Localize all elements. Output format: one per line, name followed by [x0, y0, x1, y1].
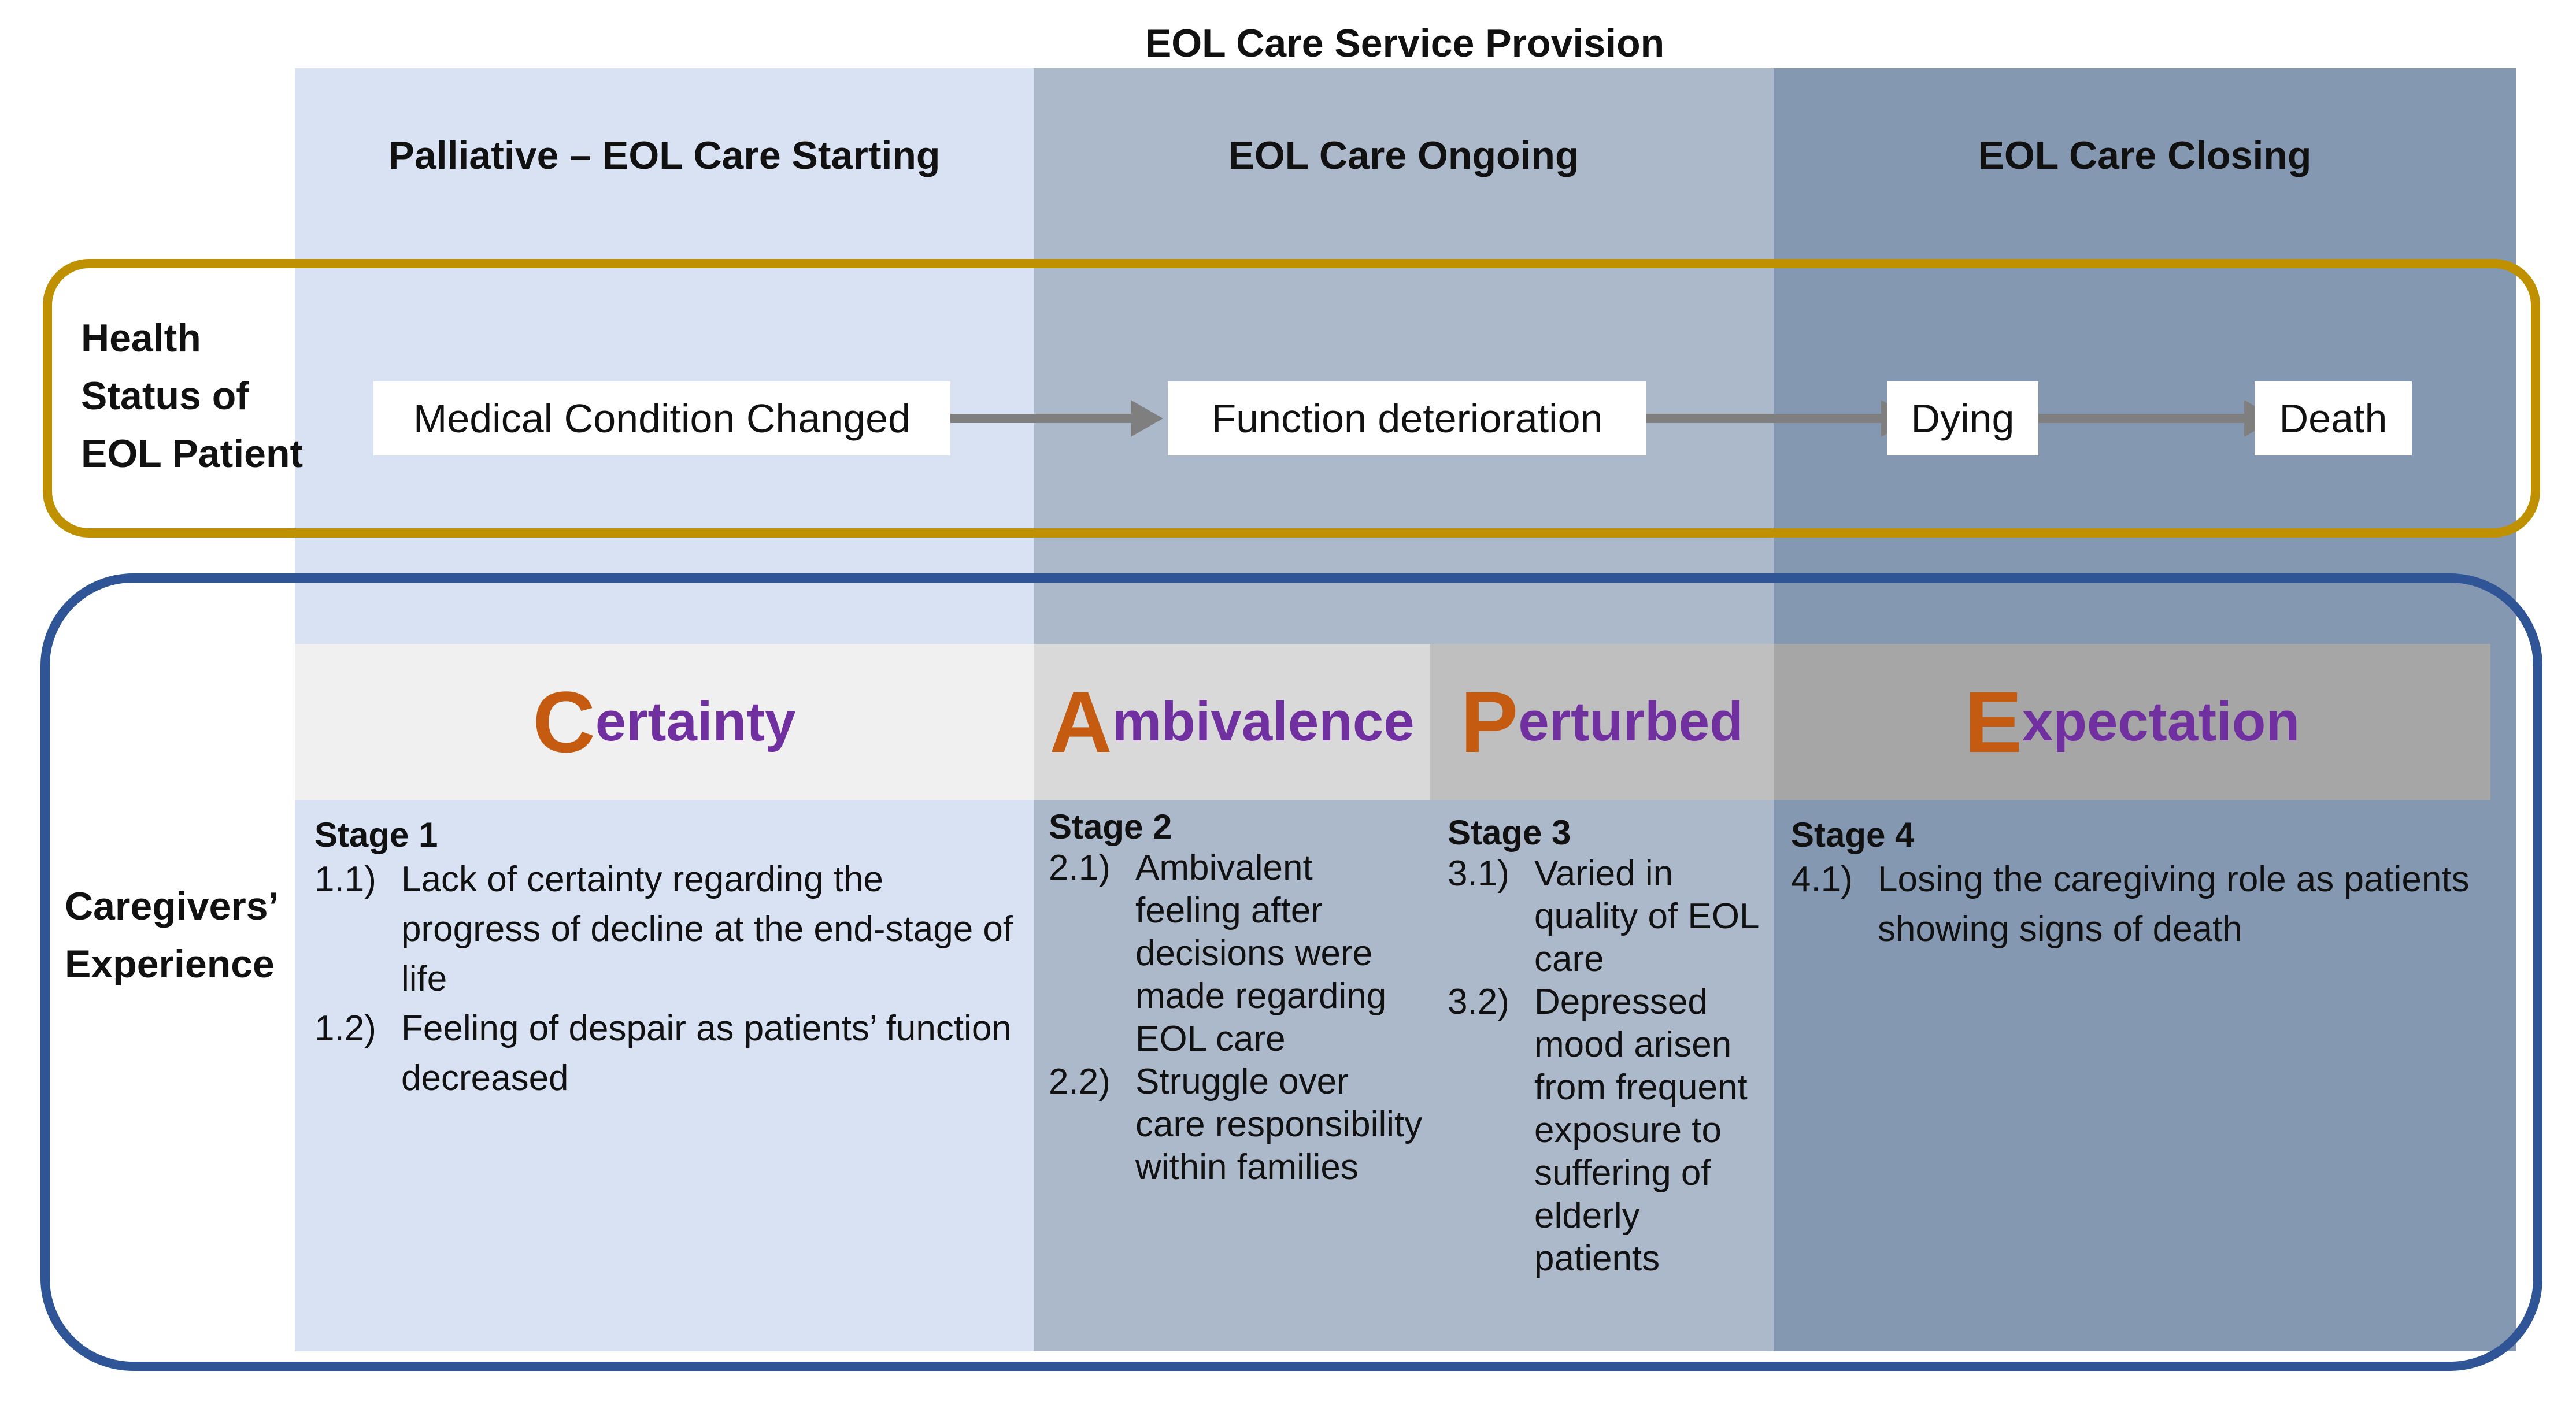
status-step-function-deterioration: Function deterioration	[1168, 381, 1646, 455]
stage-item: 2.1) Ambivalent feeling after decisions …	[1049, 847, 1426, 1061]
theme-word: erturbed	[1518, 691, 1744, 753]
stage-item-number: 3.2)	[1448, 982, 1509, 1022]
arrow-shaft	[2038, 414, 2245, 423]
stage-title: Stage 1	[314, 816, 438, 854]
stage-item: 2.2) Struggle over care responsibility w…	[1049, 1061, 1426, 1189]
stage-item-number: 1.1)	[314, 859, 376, 899]
stage-item: 4.1) Losing the caregiving role as patie…	[1791, 855, 2485, 954]
status-step-death: Death	[2255, 381, 2412, 455]
theme-initial: C	[532, 673, 595, 770]
stage-item: 1.2) Feeling of despair as patients’ fun…	[314, 1004, 1020, 1103]
health-status-label-line: Health	[81, 316, 201, 360]
caregivers-experience-frame	[40, 573, 2542, 1371]
arrow-shaft	[950, 414, 1132, 423]
stage-2-block: Stage 2 2.1) Ambivalent feeling after de…	[1049, 807, 1426, 1189]
caregivers-label-line: Caregivers’	[65, 884, 279, 928]
stage-3-block: Stage 3 3.1) Varied in quality of EOL ca…	[1448, 813, 1771, 1280]
stage-item-number: 4.1)	[1791, 859, 1853, 899]
arrow-shaft	[1646, 414, 1882, 423]
theme-initial: E	[1964, 673, 2022, 770]
column-header-ongoing: EOL Care Ongoing	[1228, 134, 1579, 177]
health-status-label: Health Status of EOL Patient	[81, 309, 312, 483]
arrow-right-icon	[1131, 400, 1163, 437]
health-status-label-line: EOL Patient	[81, 432, 304, 476]
theme-word: mbivalence	[1112, 691, 1415, 753]
stage-item-text: Ambivalent feeling after decisions were …	[1135, 848, 1387, 1059]
health-status-frame	[43, 259, 2540, 538]
health-status-label-line: Status of	[81, 374, 249, 418]
stage-item-text: Varied in quality of EOL care	[1534, 854, 1759, 979]
theme-initial: A	[1049, 673, 1112, 770]
stage-title: Stage 2	[1049, 807, 1172, 846]
stage-item-number: 2.2)	[1049, 1062, 1111, 1102]
caregivers-experience-label: Caregivers’ Experience	[65, 877, 296, 993]
stage-item-text: Feeling of despair as patients’ function…	[401, 1009, 1012, 1098]
theme-word: ertainty	[595, 691, 796, 753]
stage-title: Stage 4	[1791, 816, 1915, 854]
stage-title: Stage 3	[1448, 813, 1571, 852]
column-header-starting: Palliative – EOL Care Starting	[388, 134, 941, 177]
diagram-title: EOL Care Service Provision	[1145, 21, 1665, 65]
stage-item-text: Lack of certainty regarding the progress…	[401, 859, 1013, 999]
stage-4-block: Stage 4 4.1) Losing the caregiving role …	[1791, 815, 2485, 954]
stage-item-text: Losing the caregiving role as patients s…	[1878, 859, 2470, 949]
stage-item-number: 2.1)	[1049, 848, 1111, 888]
column-header-closing: EOL Care Closing	[1978, 134, 2312, 177]
stage-item-text: Struggle over care responsibility within…	[1135, 1062, 1423, 1187]
status-step-dying: Dying	[1887, 381, 2038, 455]
theme-initial: P	[1460, 673, 1519, 770]
stage-item: 1.1) Lack of certainty regarding the pro…	[314, 855, 1020, 1004]
stage-item: 3.2) Depressed mood arisen from frequent…	[1448, 981, 1771, 1280]
stage-item: 3.1) Varied in quality of EOL care	[1448, 853, 1771, 981]
theme-word: xpectation	[2022, 691, 2300, 753]
stage-1-block: Stage 1 1.1) Lack of certainty regarding…	[314, 815, 1020, 1103]
status-step-medical-condition: Medical Condition Changed	[373, 381, 950, 455]
caregivers-label-line: Experience	[65, 942, 275, 986]
stage-item-text: Depressed mood arisen from frequent expo…	[1534, 982, 1748, 1278]
stage-item-number: 1.2)	[314, 1009, 376, 1048]
stage-item-number: 3.1)	[1448, 854, 1509, 894]
